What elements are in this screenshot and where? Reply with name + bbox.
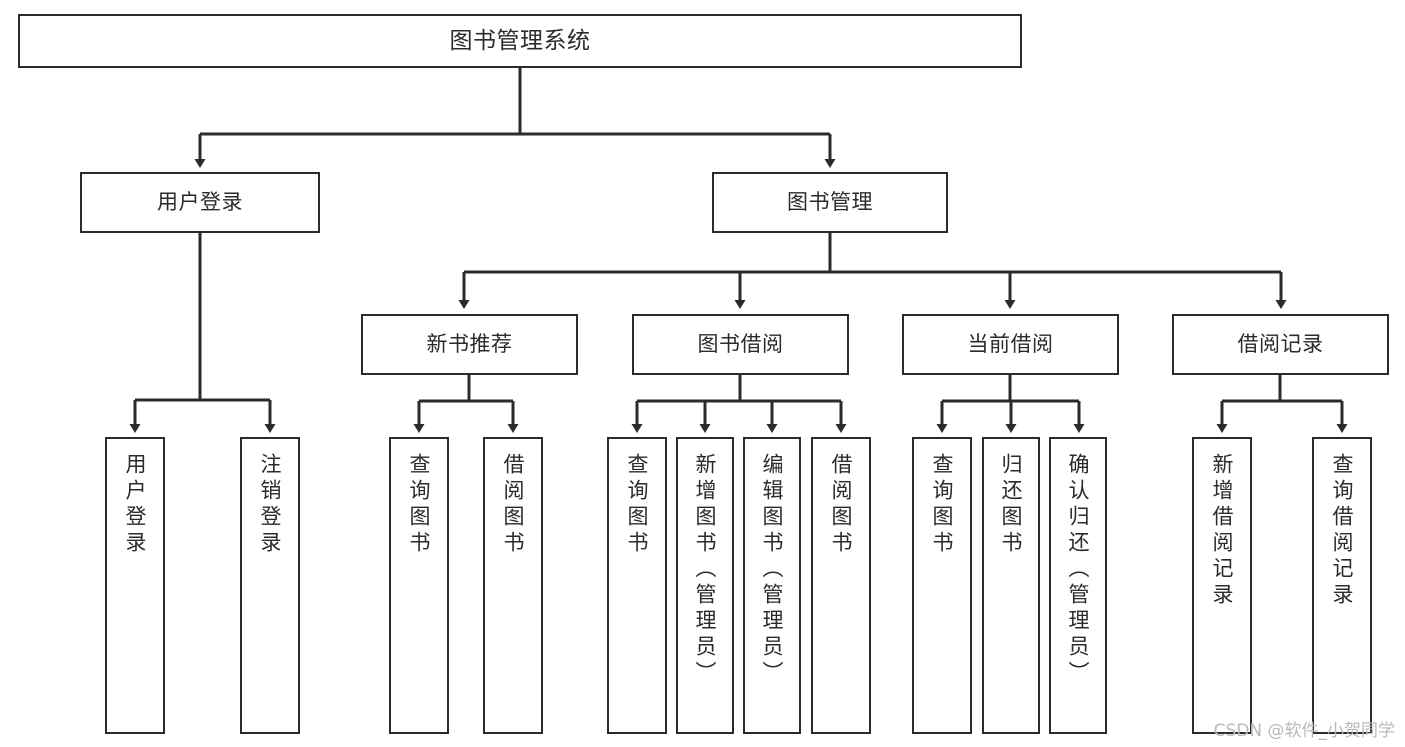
node-label: 编辑图书（管理员） (760, 453, 785, 687)
node-label: 借阅记录 (1237, 332, 1324, 357)
leaf-add-borrow-record[interactable]: 新增借阅记录 (1192, 437, 1252, 734)
leaf-borrow-books-borrowing[interactable]: 借阅图书 (811, 437, 871, 734)
node-label: 用户登录 (123, 453, 148, 557)
node-label: 图书管理系统 (449, 27, 591, 54)
node-borrowing-records[interactable]: 借阅记录 (1172, 314, 1389, 375)
node-label: 新书推荐 (426, 332, 513, 357)
leaf-user-login[interactable]: 用户登录 (105, 437, 165, 734)
node-user-login[interactable]: 用户登录 (80, 172, 320, 233)
node-label: 新增借阅记录 (1210, 453, 1235, 609)
leaf-query-books-borrowing[interactable]: 查询图书 (607, 437, 667, 734)
leaf-query-borrow-record[interactable]: 查询借阅记录 (1312, 437, 1372, 734)
node-root-book-management-system[interactable]: 图书管理系统 (18, 14, 1022, 68)
node-book-borrowing[interactable]: 图书借阅 (632, 314, 849, 375)
leaf-add-book-admin[interactable]: 新增图书（管理员） (676, 437, 734, 734)
node-label: 借阅图书 (501, 453, 526, 557)
node-label: 查询图书 (625, 453, 650, 557)
leaf-query-books-recommendation[interactable]: 查询图书 (389, 437, 449, 734)
node-new-book-recommendation[interactable]: 新书推荐 (361, 314, 578, 375)
node-label: 图书借阅 (697, 332, 784, 357)
node-label: 确认归还（管理员） (1066, 453, 1091, 687)
node-label: 当前借阅 (967, 332, 1054, 357)
node-label: 查询借阅记录 (1330, 453, 1355, 609)
node-current-borrowing[interactable]: 当前借阅 (902, 314, 1119, 375)
leaf-return-books[interactable]: 归还图书 (982, 437, 1040, 734)
watermark: CSDN @软件_小贺同学 (1213, 721, 1395, 741)
leaf-query-books-current[interactable]: 查询图书 (912, 437, 972, 734)
node-label: 归还图书 (999, 453, 1024, 557)
leaf-edit-book-admin[interactable]: 编辑图书（管理员） (743, 437, 801, 734)
node-label: 新增图书（管理员） (693, 453, 718, 687)
node-label: 借阅图书 (829, 453, 854, 557)
leaf-logout[interactable]: 注销登录 (240, 437, 300, 734)
leaf-borrow-books-recommendation[interactable]: 借阅图书 (483, 437, 543, 734)
leaf-confirm-return-admin[interactable]: 确认归还（管理员） (1049, 437, 1107, 734)
node-label: 查询图书 (407, 453, 432, 557)
node-label: 用户登录 (157, 190, 243, 215)
node-book-management[interactable]: 图书管理 (712, 172, 948, 233)
node-label: 查询图书 (930, 453, 955, 557)
node-label: 注销登录 (258, 453, 283, 557)
node-label: 图书管理 (787, 190, 873, 215)
